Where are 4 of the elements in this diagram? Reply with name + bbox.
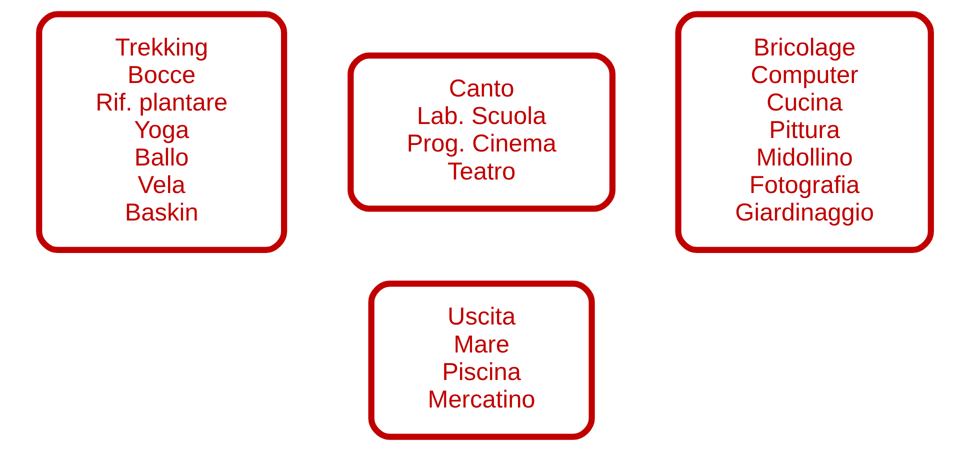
node-box: Trekking Bocce Rif. plantare Yoga Ballo Vela Baskin: [36, 11, 288, 254]
node-box: Uscita Mare Piscina Mercatino: [368, 280, 595, 440]
node-box: Bricolage Computer Cucina Pittura Midollino Fotografia Giardinaggio: [675, 11, 934, 254]
node-box: Canto Lab. Scuola Prog. Cinema Teatro: [348, 52, 616, 212]
